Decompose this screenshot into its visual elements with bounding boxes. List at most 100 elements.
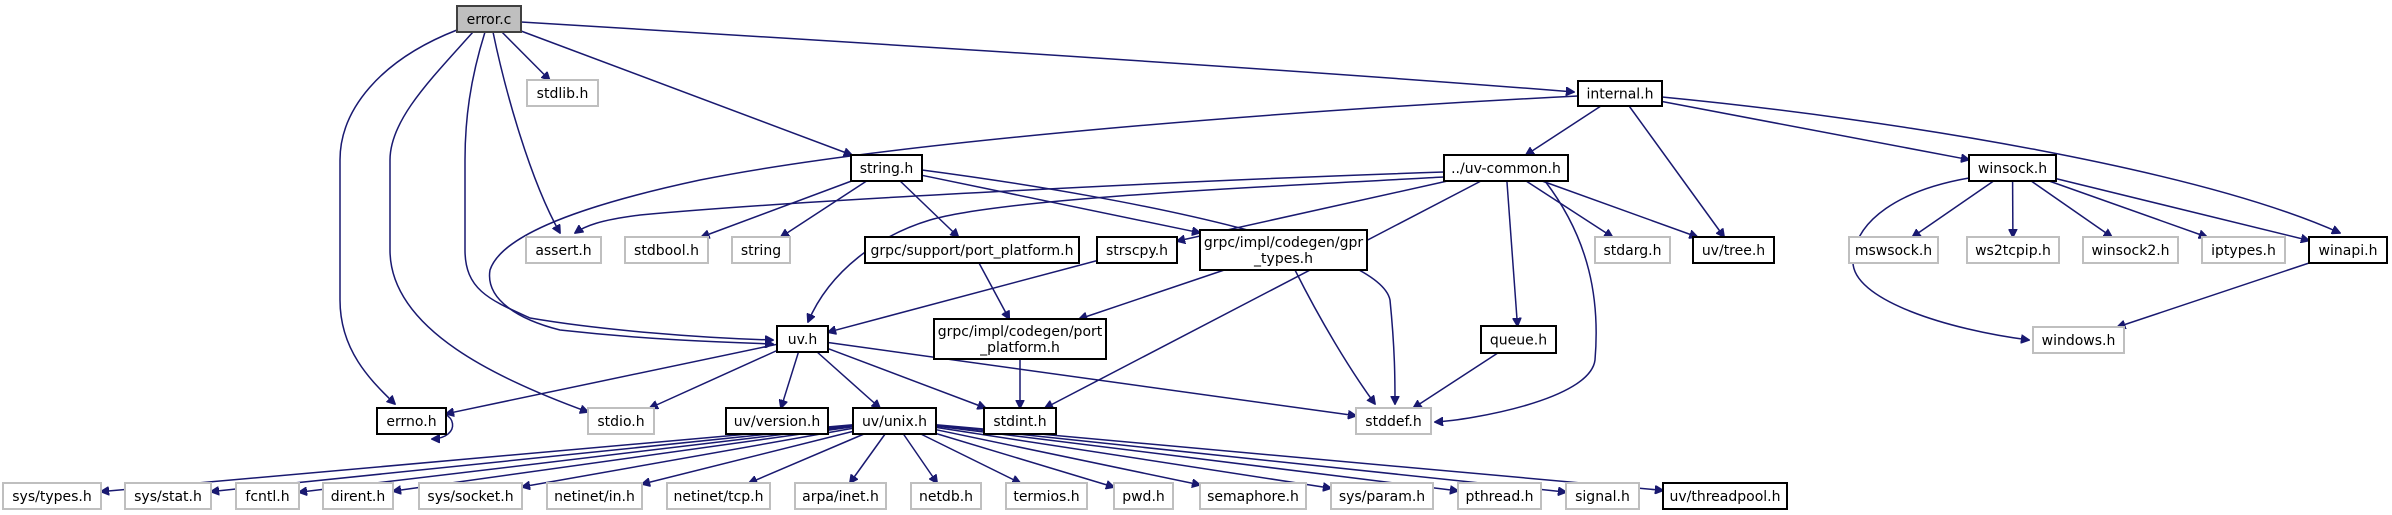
node-label: sys/socket.h <box>427 489 513 505</box>
edge-uv-unix-h-to-sys-types-h <box>101 423 854 492</box>
node-box <box>418 482 523 510</box>
node-label: string.h <box>860 161 914 177</box>
node-label: uv/version.h <box>734 414 820 430</box>
node-label: dirent.h <box>331 489 386 505</box>
node-label: stdarg.h <box>1604 243 1662 259</box>
node-ws2tcpip-h: ws2tcpip.h <box>1966 236 2060 264</box>
node-winsock-h[interactable]: winsock.h <box>1968 154 2057 182</box>
node-box <box>725 407 829 435</box>
node-box <box>1594 236 1671 264</box>
node-label: ../uv-common.h <box>1451 161 1561 177</box>
node-box <box>526 79 599 107</box>
node-uv-threadpool-h[interactable]: uv/threadpool.h <box>1662 482 1788 510</box>
edge-uv-common-h-to-queue-h <box>1506 180 1518 326</box>
edge-uv-unix-h-to-netinet-tcp-h <box>749 433 865 483</box>
node-label: iptypes.h <box>2211 243 2276 259</box>
node-error-c[interactable]: error.c <box>456 5 522 33</box>
edge-uv-unix-h-to-uv-threadpool-h <box>935 423 1663 491</box>
edge-uv-unix-h-to-pthread-h <box>935 425 1458 491</box>
node-label: stdio.h <box>597 414 644 430</box>
node-label: _platform.h <box>979 340 1060 356</box>
node-label: netinet/tcp.h <box>674 489 764 505</box>
edge-uv-common-h-to-uv-tree-h <box>1541 180 1697 237</box>
edge-winsock-h-to-mswsock-h <box>1912 180 1995 237</box>
node-box <box>1480 325 1557 354</box>
node-grpc-support-port-platform-h[interactable]: grpc/support/port_platform.h <box>864 236 1080 264</box>
node-label: uv/unix.h <box>862 414 927 430</box>
edge-internal-h-to-uv-tree-h <box>1628 105 1724 237</box>
node-box <box>1113 482 1174 510</box>
edge-internal-h-to-uv-h <box>488 95 1579 344</box>
node-label: termios.h <box>1013 489 1079 505</box>
edge-uv-h-to-uv-version-h <box>781 351 800 408</box>
node-signal-h: signal.h <box>1565 482 1640 510</box>
node-label: stddef.h <box>1365 414 1421 430</box>
edge-error-c-to-stdio-h <box>389 31 588 412</box>
edge-string-h-to-stddef-h <box>921 169 1395 404</box>
edge-grpc-support-port-platform-h-to-codegen-port-platform-h <box>978 262 1009 319</box>
edge-uv-unix-h-to-signal-h <box>935 424 1566 492</box>
edge-uv-common-h-to-stddef-h <box>1435 180 1597 422</box>
node-box <box>1443 154 1569 182</box>
node-uv-tree-h[interactable]: uv/tree.h <box>1692 236 1775 264</box>
node-codegen-port-platform-h[interactable]: grpc/impl/codegen/port_platform.h <box>933 318 1107 360</box>
node-uv-h[interactable]: uv.h <box>776 325 829 353</box>
node-uv-version-h[interactable]: uv/version.h <box>725 407 829 435</box>
node-uv-unix-h[interactable]: uv/unix.h <box>852 407 937 435</box>
node-label: ws2tcpip.h <box>1975 243 2051 259</box>
edge-internal-h-to-uv-common-h <box>1526 105 1602 155</box>
edge-uv-h-to-errno-h <box>446 343 778 414</box>
node-box <box>525 236 602 264</box>
node-box <box>1199 229 1368 271</box>
node-box <box>1966 236 2060 264</box>
edge-uv-unix-h-to-pwd-h <box>935 432 1114 488</box>
node-fcntl-h: fcntl.h <box>235 482 300 510</box>
edge-gpr-types-h-to-stddef-h <box>1294 269 1375 404</box>
node-box <box>1968 154 2057 182</box>
node-internal-h[interactable]: internal.h <box>1577 80 1663 107</box>
node-label: winapi.h <box>2319 243 2378 259</box>
node-errno-h[interactable]: errno.h <box>376 407 447 435</box>
node-box <box>794 482 887 510</box>
node-gpr-types-h[interactable]: grpc/impl/codegen/gpr_types.h <box>1199 229 1368 271</box>
edge-uv-common-h-to-stdarg-h <box>1525 180 1612 237</box>
edge-uv-unix-h-to-fcntl-h <box>299 425 854 492</box>
node-netinet-tcp-h: netinet/tcp.h <box>666 482 771 510</box>
node-box <box>1330 482 1434 510</box>
node-strscpy-h[interactable]: strscpy.h <box>1096 236 1178 264</box>
edge-uv-common-h-to-uv-h <box>808 176 1445 322</box>
node-box <box>624 236 709 264</box>
node-string: string <box>731 236 791 264</box>
node-label: sys/types.h <box>12 489 91 505</box>
node-label: mswsock.h <box>1855 243 1932 259</box>
edge-string-h-to-gpr-types-h <box>921 174 1200 233</box>
node-uv-common-h[interactable]: ../uv-common.h <box>1443 154 1569 182</box>
node-label: signal.h <box>1575 489 1630 505</box>
node-stddef-h: stddef.h <box>1355 407 1432 435</box>
node-box <box>731 236 791 264</box>
edge-uv-unix-h-to-termios-h <box>920 433 1020 483</box>
edge-winsock-h-to-winapi-h <box>2055 177 2309 241</box>
edge-winapi-h-to-windows-h <box>2117 262 2310 327</box>
node-stdio-h: stdio.h <box>587 407 655 435</box>
node-stdint-h[interactable]: stdint.h <box>983 407 1057 435</box>
node-label: error.c <box>467 12 512 28</box>
node-stdlib-h: stdlib.h <box>526 79 599 107</box>
node-label: semaphore.h <box>1207 489 1299 505</box>
node-queue-h[interactable]: queue.h <box>1480 325 1557 354</box>
node-box <box>322 482 394 510</box>
node-string-h[interactable]: string.h <box>850 154 923 182</box>
edge-error-c-to-errno-h <box>339 29 458 404</box>
node-label: queue.h <box>1490 333 1547 349</box>
node-label: grpc/impl/codegen/gpr <box>1204 235 1364 251</box>
node-box <box>235 482 300 510</box>
node-label: arpa/inet.h <box>802 489 879 505</box>
node-mswsock-h: mswsock.h <box>1848 236 1939 264</box>
node-semaphore-h: semaphore.h <box>1199 482 1307 510</box>
edge-uv-unix-h-to-arpa-inet-h <box>850 433 886 483</box>
node-box <box>933 318 1107 360</box>
node-winapi-h[interactable]: winapi.h <box>2308 236 2388 264</box>
node-netdb-h: netdb.h <box>910 482 982 510</box>
edge-error-c-to-assert-h <box>492 31 560 233</box>
